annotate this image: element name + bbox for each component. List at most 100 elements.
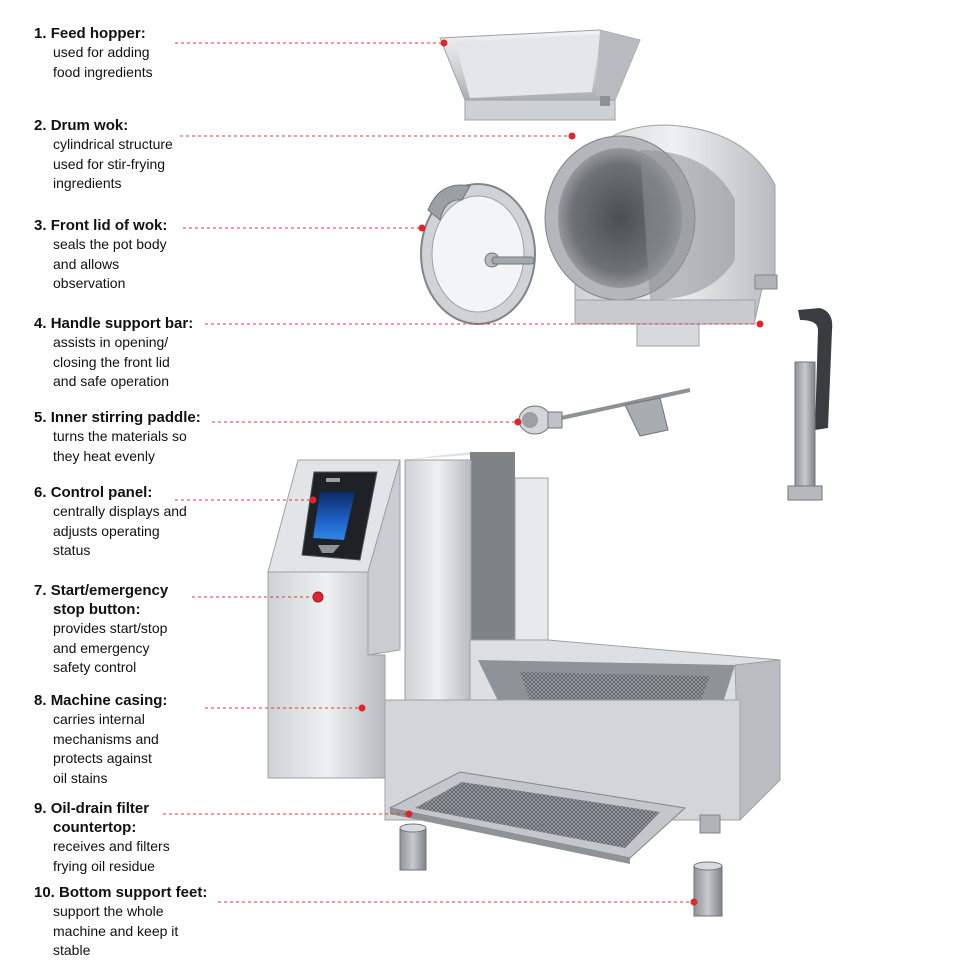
part-name-line: countertop: bbox=[53, 819, 137, 836]
part-name: Handle support bar: bbox=[50, 315, 194, 332]
part-description: support the whole machine and keep it st… bbox=[34, 902, 234, 961]
part-number: 2. bbox=[34, 117, 47, 134]
desc-line: closing the front lid bbox=[53, 353, 170, 370]
part-description: turns the materials so they heat evenly bbox=[34, 427, 219, 466]
part-7-stop-button: 7. Start/emergency stop button: provides… bbox=[34, 581, 219, 678]
part-title: 7. Start/emergency stop button: bbox=[34, 581, 219, 619]
part-number: 9. bbox=[34, 800, 47, 817]
desc-line: adjusts operating bbox=[53, 522, 160, 539]
part-10-support-feet: 10. Bottom support feet: support the who… bbox=[34, 883, 234, 961]
leader-lines bbox=[163, 42, 760, 903]
desc-line: oil stains bbox=[53, 769, 108, 786]
drum-wok bbox=[544, 124, 778, 347]
desc-line: ingredients bbox=[53, 175, 122, 191]
part-description: assists in opening/ closing the front li… bbox=[34, 333, 219, 392]
control-panel bbox=[301, 471, 378, 561]
part-title: 10. Bottom support feet: bbox=[34, 883, 234, 902]
part-name: Oil-drain filter bbox=[50, 800, 150, 817]
desc-line: support the whole bbox=[53, 903, 164, 919]
marker-4 bbox=[756, 320, 764, 328]
part-number: 6. bbox=[34, 484, 47, 501]
part-number: 10. bbox=[34, 884, 55, 901]
part-name: Inner stirring paddle: bbox=[50, 409, 201, 426]
marker-10 bbox=[690, 898, 698, 906]
part-1-feed-hopper: 1. Feed hopper: used for adding food ing… bbox=[34, 24, 219, 82]
desc-line: protects against bbox=[53, 750, 152, 766]
desc-line: receives and filters bbox=[53, 838, 170, 854]
desc-line: seals the pot body bbox=[53, 236, 167, 252]
desc-line: assists in opening/ bbox=[53, 334, 169, 350]
part-name: Start/emergency bbox=[50, 582, 169, 599]
part-title: 2. Drum wok: bbox=[34, 116, 219, 135]
part-description: centrally displays and adjusts operating… bbox=[34, 502, 219, 561]
front-lid bbox=[420, 183, 536, 325]
part-description: used for adding food ingredients bbox=[34, 43, 219, 82]
oil-drain-filter bbox=[388, 771, 687, 864]
marker-9 bbox=[405, 810, 413, 818]
part-name: Front lid of wok: bbox=[50, 217, 168, 234]
part-number: 5. bbox=[34, 409, 47, 426]
part-2-drum-wok: 2. Drum wok: cylindrical structure used … bbox=[34, 116, 219, 194]
desc-line: status bbox=[53, 542, 91, 558]
part-description: seals the pot body and allows observatio… bbox=[34, 235, 219, 294]
desc-line: mechanisms and bbox=[53, 730, 159, 747]
part-title: 3. Front lid of wok: bbox=[34, 216, 219, 235]
part-number: 7. bbox=[34, 582, 47, 599]
desc-line: observation bbox=[53, 275, 126, 291]
desc-line: food ingredients bbox=[53, 63, 153, 80]
leader-markers bbox=[309, 39, 764, 906]
part-name-line: stop button: bbox=[53, 601, 141, 618]
part-9-oil-drain-filter: 9. Oil-drain filter countertop: receives… bbox=[34, 799, 219, 876]
part-name: Feed hopper: bbox=[50, 25, 146, 42]
desc-line: and safe operation bbox=[53, 373, 169, 389]
part-description: provides start/stop and emergency safety… bbox=[34, 619, 219, 678]
part-number: 1. bbox=[34, 25, 47, 42]
desc-line: machine and keep it bbox=[53, 922, 179, 939]
part-5-stirring-paddle: 5. Inner stirring paddle: turns the mate… bbox=[34, 408, 219, 466]
marker-5 bbox=[514, 418, 522, 426]
marker-2 bbox=[568, 132, 576, 140]
desc-line: safety control bbox=[53, 659, 137, 675]
desc-line: used for stir-frying bbox=[53, 155, 166, 172]
desc-line: cylindrical structure bbox=[53, 136, 173, 152]
machine-casing bbox=[267, 452, 781, 822]
handle-support-bar bbox=[787, 308, 833, 501]
part-title: 5. Inner stirring paddle: bbox=[34, 408, 219, 427]
marker-6 bbox=[309, 496, 317, 504]
part-name: Control panel: bbox=[50, 484, 153, 501]
marker-8 bbox=[358, 704, 366, 712]
marker-1 bbox=[440, 39, 448, 47]
part-title: 1. Feed hopper: bbox=[34, 24, 219, 43]
desc-line: provides start/stop bbox=[53, 620, 168, 636]
part-number: 3. bbox=[34, 217, 47, 234]
feed-hopper bbox=[439, 29, 641, 121]
desc-line: and emergency bbox=[53, 639, 150, 656]
marker-3 bbox=[418, 224, 426, 232]
part-title: 4. Handle support bar: bbox=[34, 314, 219, 333]
part-title: 9. Oil-drain filter countertop: bbox=[34, 799, 219, 837]
desc-line: turns the materials so bbox=[53, 428, 187, 444]
desc-line: stable bbox=[53, 942, 91, 958]
support-feet bbox=[399, 814, 723, 917]
desc-line: they heat evenly bbox=[53, 447, 155, 464]
desc-line: and allows bbox=[53, 255, 120, 272]
part-title: 6. Control panel: bbox=[34, 483, 219, 502]
desc-line: used for adding bbox=[53, 44, 150, 60]
part-number: 8. bbox=[34, 692, 47, 709]
desc-line: frying oil residue bbox=[53, 857, 155, 874]
part-name: Bottom support feet: bbox=[59, 884, 208, 901]
part-name: Drum wok: bbox=[50, 117, 129, 134]
part-3-front-lid: 3. Front lid of wok: seals the pot body … bbox=[34, 216, 219, 294]
part-number: 4. bbox=[34, 315, 47, 332]
part-6-control-panel: 6. Control panel: centrally displays and… bbox=[34, 483, 219, 561]
part-name: Machine casing: bbox=[50, 692, 168, 709]
part-description: carries internal mechanisms and protects… bbox=[34, 710, 219, 788]
part-8-machine-casing: 8. Machine casing: carries internal mech… bbox=[34, 691, 219, 788]
desc-line: centrally displays and bbox=[53, 503, 187, 519]
stirring-paddle bbox=[518, 388, 691, 437]
part-4-handle-support-bar: 4. Handle support bar: assists in openin… bbox=[34, 314, 219, 392]
part-title: 8. Machine casing: bbox=[34, 691, 219, 710]
part-description: cylindrical structure used for stir-fryi… bbox=[34, 135, 219, 194]
